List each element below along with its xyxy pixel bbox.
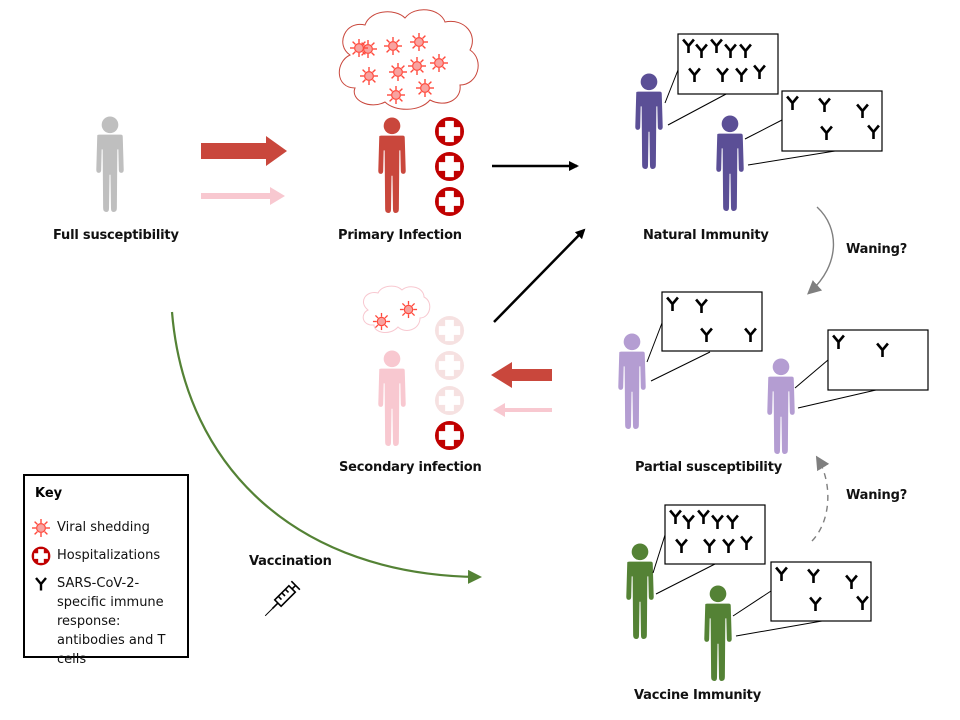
person-natural-immunity-1-icon [635,73,663,170]
legend-item-viral-shedding: Viral shedding [31,518,182,538]
legend-label: SARS-CoV-2-specific immune response: ant… [57,576,166,667]
hospital-cross-icon [434,315,465,346]
legend-title: Key [35,486,63,501]
legend-label: Viral shedding [57,520,150,535]
arrow-strong-to-primary [201,136,287,166]
person-partial-susceptibility-2-icon [767,358,795,455]
person-secondary-infection-icon [378,350,406,447]
viral-cloud-primary [338,9,479,110]
arrow-secondary-to-natural [493,228,586,323]
virus-icon [359,66,379,86]
hospital-cross-icon [434,151,465,182]
label-vaccine-immunity: Vaccine Immunity [634,688,761,703]
antibody-box-natural-2 [781,90,883,152]
syringe-icon [264,580,301,617]
virus-icon [349,38,369,58]
antibody-box-vaccine-1 [664,504,766,565]
virus-icon [31,518,51,538]
vaccination-arrow [170,311,482,584]
antibody-box-vaccine-2 [770,561,872,622]
virus-icon [372,312,391,331]
legend-key: Key Viral shedding Hospitalizations SARS… [23,474,189,667]
label-waning-top: Waning? [846,242,908,257]
hospital-cross-icon [31,546,51,566]
arrow-strong-to-secondary [491,362,552,388]
legend-item-immune-response: SARS-CoV-2-specific immune response: ant… [31,574,182,669]
viral-cloud-secondary [362,285,431,333]
hospital-cross-icon [434,186,465,217]
label-primary-infection: Primary Infection [338,228,462,243]
label-waning-bottom: Waning? [846,488,908,503]
virus-icon [429,53,449,73]
person-partial-susceptibility-1-icon [618,333,646,430]
virus-icon [415,78,435,98]
person-natural-immunity-2-icon [716,115,744,212]
secondary-hospitalization-group [434,315,465,451]
person-vaccine-immunity-1-icon [626,543,654,640]
antibody-box-partial-2 [827,329,929,391]
person-primary-infection-icon [378,117,406,214]
hospital-cross-icon [434,420,465,451]
waning-arrow-bottom [811,455,830,542]
antibody-box-natural-1 [677,33,779,95]
label-partial-susceptibility: Partial susceptibility [635,460,782,475]
label-secondary-infection: Secondary infection [339,460,482,475]
antibody-box-partial-1 [661,291,763,352]
antibody-icon [35,577,47,591]
virus-icon [407,56,427,76]
label-full-susceptibility: Full susceptibility [53,228,179,243]
virus-icon [383,36,403,56]
virus-icon [409,32,429,52]
label-natural-immunity: Natural Immunity [643,228,769,243]
primary-hospitalization-group [434,116,465,217]
virus-icon [388,62,408,82]
arrow-faint-to-secondary [493,403,552,417]
label-vaccination: Vaccination [249,554,332,569]
waning-arrow-top [807,206,835,295]
hospital-cross-icon [434,385,465,416]
virus-icon [386,85,406,105]
person-full-susceptibility-icon [96,116,124,213]
hospital-cross-icon [434,350,465,381]
virus-icon [399,300,418,319]
legend-label: Hospitalizations [57,548,161,563]
hospital-cross-icon [434,116,465,147]
person-vaccine-immunity-2-icon [704,585,732,682]
arrow-faint-to-primary [201,187,285,205]
legend-item-hospitalizations: Hospitalizations [31,546,182,566]
